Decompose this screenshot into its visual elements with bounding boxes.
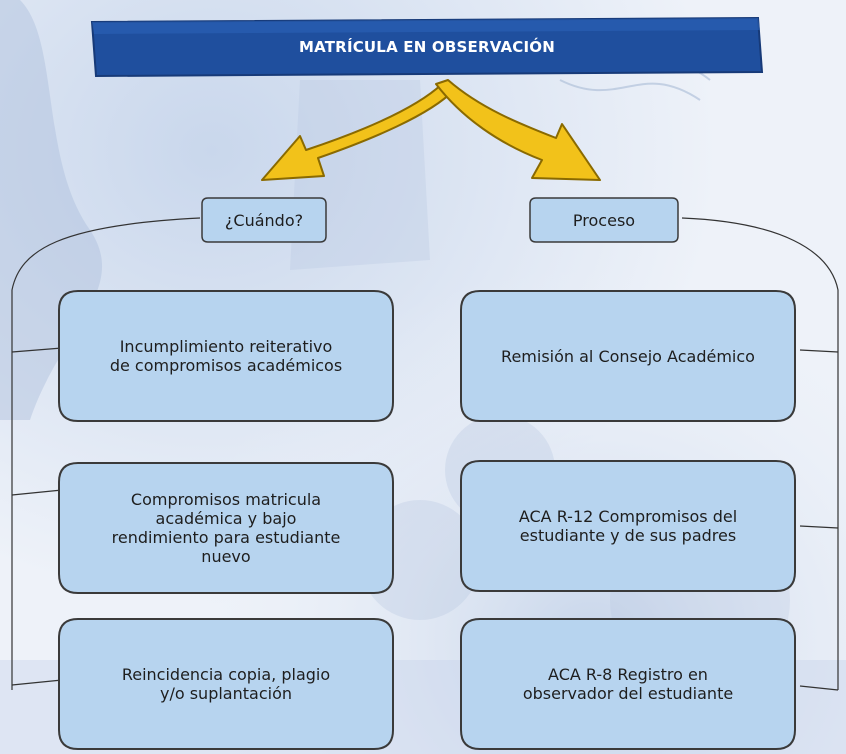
diagram-title: MATRÍCULA EN OBSERVACIÓN — [298, 38, 555, 56]
when-item: Incumplimiento reiterativo de compromiso… — [56, 288, 396, 424]
arrow-right-icon — [435, 79, 601, 181]
process-header: Proceso — [528, 196, 680, 244]
when-item-text: Compromisos matricula académica y bajo r… — [111, 490, 341, 566]
arrow-left-icon — [261, 83, 455, 181]
when-header-label: ¿Cuándo? — [224, 210, 304, 230]
process-item: ACA R-12 Compromisos del estudiante y de… — [458, 458, 798, 594]
when-header: ¿Cuándo? — [200, 196, 328, 244]
title-banner: MATRÍCULA EN OBSERVACIÓN — [90, 16, 764, 78]
when-item: Reincidencia copia, plagio y/o suplantac… — [56, 616, 396, 752]
process-item: Remisión al Consejo Académico — [458, 288, 798, 424]
process-item: ACA R-8 Registro en observador del estud… — [458, 616, 798, 752]
when-item: Compromisos matricula académica y bajo r… — [56, 460, 396, 596]
when-item-text: Incumplimiento reiterativo de compromiso… — [109, 337, 343, 375]
process-item-text: ACA R-8 Registro en observador del estud… — [522, 665, 734, 703]
process-item-text: ACA R-12 Compromisos del estudiante y de… — [518, 507, 738, 545]
process-item-text: Remisión al Consejo Académico — [501, 346, 755, 366]
when-item-text: Reincidencia copia, plagio y/o suplantac… — [121, 665, 331, 703]
process-header-label: Proceso — [572, 210, 636, 230]
